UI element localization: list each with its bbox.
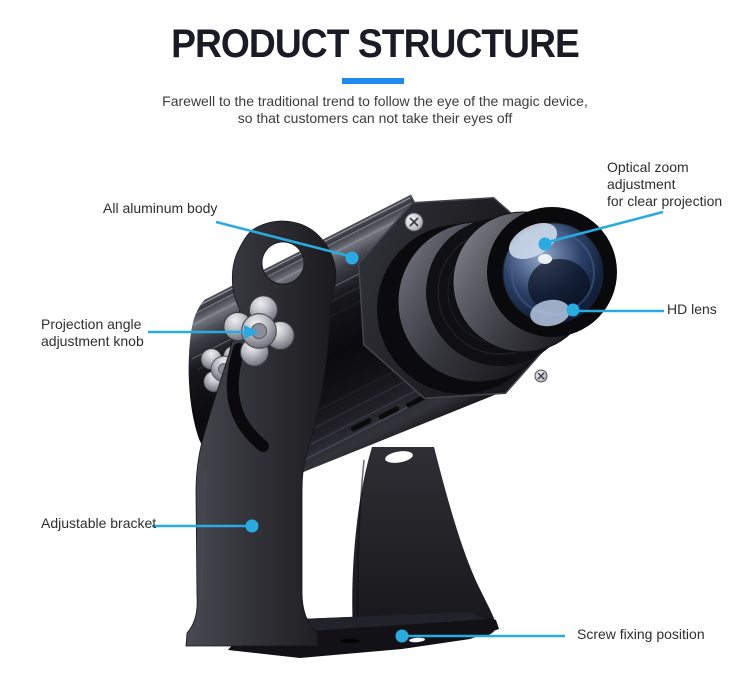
callout-dot-screw-fixing [395, 629, 409, 643]
callout-screw-fixing [395, 629, 565, 643]
callout-hd-lens [566, 303, 664, 317]
title-divider [342, 78, 404, 84]
label-angle-knob: Projection angle adjustment knob [41, 316, 144, 350]
label-adjustable-bracket: Adjustable bracket [41, 515, 157, 531]
base-slot [409, 637, 425, 643]
label-aluminum-body: All aluminum body [103, 200, 218, 216]
callout-optical-zoom [538, 210, 664, 251]
bracket-back-leg [352, 447, 497, 637]
page-title: PRODUCT STRUCTURE [171, 22, 580, 66]
callout-arrow-angle-knob [244, 325, 259, 339]
label-hd-lens: HD lens [667, 301, 717, 317]
subtitle-line-1: Farewell to the traditional trend to fol… [162, 93, 588, 109]
callout-bracket [152, 519, 259, 533]
label-screw-fixing: Screw fixing position [577, 626, 705, 642]
label-optical-zoom-line-1: Optical zoom [607, 159, 689, 175]
label-optical-zoom-line-2: adjustment [607, 176, 676, 192]
bracket-arc-slot [226, 343, 269, 452]
callout-dot-bracket [245, 519, 259, 533]
callout-dot-optical-zoom [538, 237, 552, 251]
callout-dot-hd-lens [566, 303, 580, 317]
label-optical-zoom-line-3: for clear projection [607, 193, 723, 209]
label-optical-zoom: Optical zoom adjustment for clear projec… [607, 159, 722, 210]
callout-aluminum-body [215, 220, 359, 265]
label-angle-knob-line-2: adjustment knob [41, 333, 144, 349]
screw-icon [404, 212, 424, 232]
adjustment-knob-main [223, 295, 295, 367]
bracket-arm [185, 220, 337, 647]
callout-dot-aluminum-body [345, 251, 359, 265]
lens-glass [502, 222, 604, 327]
screw-icon [534, 369, 548, 383]
label-angle-knob-line-1: Projection angle [41, 316, 142, 332]
subtitle-line-2: so that customers can not take their eye… [237, 110, 513, 126]
page-subtitle: Farewell to the traditional trend to fol… [0, 93, 750, 127]
callout-angle-knob [148, 325, 259, 339]
